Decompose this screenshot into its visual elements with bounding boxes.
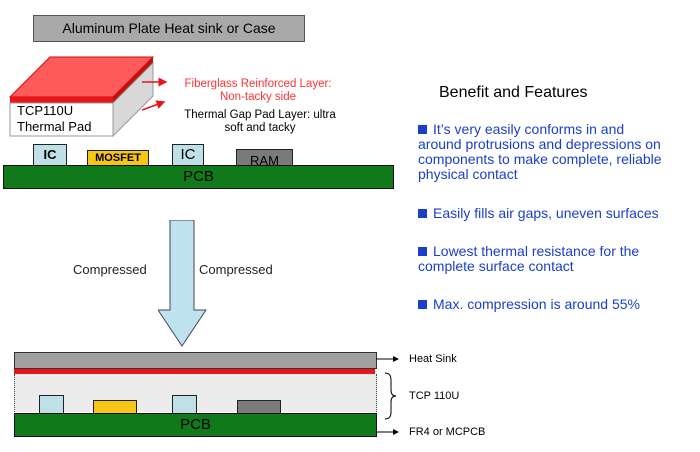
ic-chip-compressed	[172, 395, 197, 414]
benefit-item: Lowest thermal resistance for the comple…	[418, 243, 640, 274]
ram-chip: RAM	[236, 149, 293, 168]
pcb-bottom: PCB	[14, 413, 377, 437]
fiberglass-layer-label: Fiberglass Reinforced Layer: Non-tacky s…	[184, 78, 332, 103]
ram-chip-compressed	[237, 400, 281, 414]
bottom-callouts	[376, 356, 399, 435]
fiberglass-side-strip	[113, 57, 153, 103]
callout-arrows	[141, 77, 168, 111]
thermal-pad-label: TCP110U Thermal Pad	[17, 103, 92, 134]
heat-sink-plate	[14, 352, 377, 369]
compression-arrow	[158, 220, 207, 347]
fiberglass-layer-compressed	[14, 369, 375, 374]
bullet-square-icon	[418, 209, 427, 219]
benefit-item: Easily fills air gaps, uneven surfaces	[418, 206, 700, 221]
pad-front-face	[9, 102, 114, 137]
tcp-label: TCP 110U	[409, 390, 460, 402]
compressed-label-left: Compressed	[73, 262, 147, 277]
gap-pad-arrow	[141, 100, 166, 111]
bullet-square-icon	[418, 300, 427, 310]
benefits-title: Benefit and Features	[439, 84, 588, 101]
benefit-item: It’s very easily conforms in and around …	[418, 121, 662, 182]
compressed-label-right: Compressed	[199, 262, 273, 277]
ic-chip-compressed	[39, 395, 64, 414]
heat-sink-label: Heat Sink	[409, 353, 457, 365]
fr4-label: FR4 or MCPCB	[409, 426, 486, 438]
fiberglass-front-strip	[10, 97, 113, 103]
tcp-brace	[384, 372, 397, 420]
pcb-top: PCB	[3, 165, 394, 189]
bullet-square-icon	[418, 125, 427, 135]
mosfet-chip-compressed	[93, 400, 137, 414]
ic-chip: IC	[172, 144, 204, 167]
ic-chip: IC	[33, 144, 67, 167]
benefit-item: Max. compression is around 55%	[418, 297, 700, 312]
heat-sink-title-box: Aluminum Plate Heat sink or Case	[33, 15, 305, 42]
bullet-square-icon	[418, 247, 427, 257]
gap-pad-layer-label: Thermal Gap Pad Layer: ultra soft and ta…	[184, 109, 336, 134]
